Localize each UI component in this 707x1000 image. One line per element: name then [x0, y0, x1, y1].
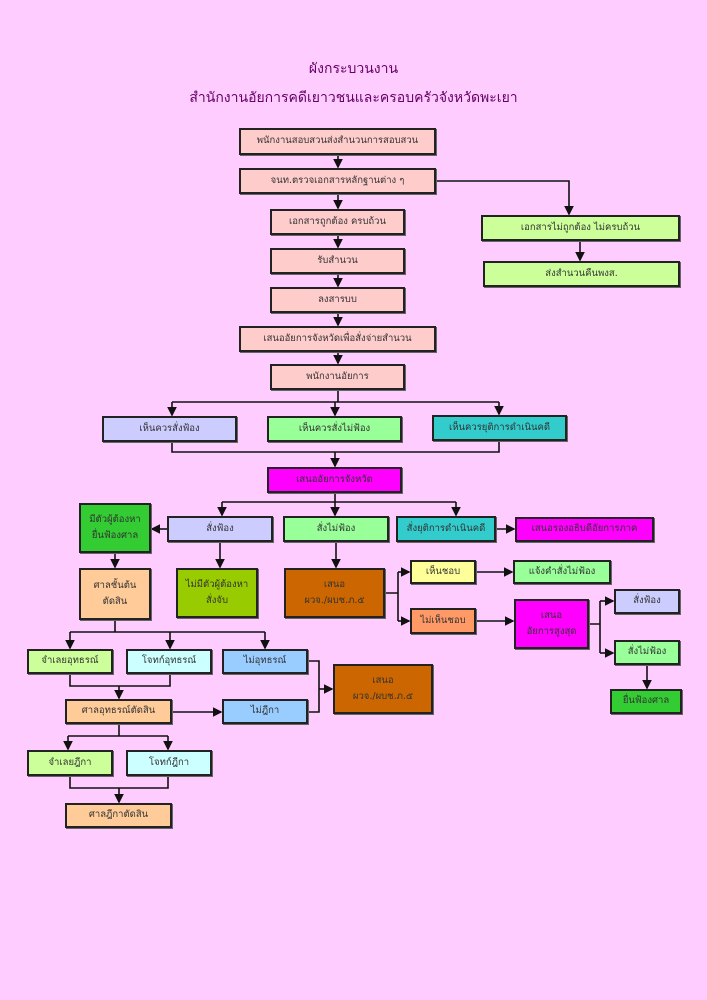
- node-order-prosecute: สั่งฟ้อง: [167, 516, 273, 542]
- node-register: ลงสารบบ: [270, 287, 405, 313]
- node-opinion-terminate: เห็นควรยุติการดำเนินคดี: [432, 415, 567, 441]
- node-first-court: ศาลชั้นต้น ตัดสิน: [79, 568, 151, 620]
- node-no-dika: ไม่ฎีกา: [222, 699, 308, 724]
- node-file-court: ยื่นฟ้องศาล: [610, 689, 682, 714]
- node-propose-deputy: เสนอรองอธิบดีอัยการภาค: [515, 517, 654, 542]
- node-disagree: ไม่เห็นชอบ: [410, 608, 476, 634]
- node-agree: เห็นชอบ: [410, 560, 476, 584]
- node-plaintiff-appeal: โจทก์อุทธรณ์: [126, 649, 212, 674]
- node-plaintiff-dika: โจทก์ฎีกา: [126, 750, 212, 776]
- node-opinion-prosecute: เห็นควรสั่งฟ้อง: [102, 416, 237, 442]
- node-ag-not-prosecute: สั่งไม่ฟ้อง: [614, 640, 680, 665]
- node-has-suspect: มีตัวผู้ต้องหา ยื่นฟ้องศาล: [79, 503, 151, 553]
- node-receive-file: รับสำนวน: [270, 248, 405, 274]
- node-officer-check: จนท.ตรวจเอกสารหลักฐานต่าง ๆ: [239, 168, 436, 194]
- page-title: ผังกระบวนงาน: [308, 61, 399, 77]
- node-propose-attorney-general: เสนอ อัยการสูงสุด: [514, 599, 589, 649]
- node-investigator-send: พนักงานสอบสวนส่งสำนวนการสอบสวน: [239, 128, 436, 155]
- node-propose-assign: เสนออัยการจังหวัดเพื่อสั่งจ่ายสำนวน: [239, 326, 436, 352]
- node-appeal-court: ศาลอุทธรณ์ตัดสิน: [65, 699, 172, 724]
- node-supreme-court: ศาลฎีกาตัดสิน: [65, 803, 172, 828]
- node-order-terminate: สั่งยุติการดำเนินคดี: [396, 516, 496, 542]
- node-docs-incomplete: เอกสารไม่ถูกต้อง ไม่ครบถ้วน: [481, 215, 680, 241]
- node-notify-not-prosecute: แจ้งคำสั่งไม่ฟ้อง: [513, 560, 611, 584]
- node-defendant-appeal: จำเลยอุทธรณ์: [27, 649, 113, 674]
- page-subtitle: สำนักงานอัยการคดีเยาวชนและครอบครัวจังหวั…: [189, 90, 518, 106]
- node-no-appeal: ไม่อุทธรณ์: [222, 649, 308, 674]
- node-docs-complete: เอกสารถูกต้อง ครบถ้วน: [270, 209, 405, 235]
- node-propose-governor-1: เสนอ ผวจ./ผบช.ภ.๕: [284, 568, 385, 618]
- node-propose-governor-2: เสนอ ผวจ./ผบช.ภ.๕: [333, 664, 433, 714]
- node-defendant-dika: จำเลยฎีกา: [27, 750, 113, 776]
- node-opinion-not-prosecute: เห็นควรสั่งไม่ฟ้อง: [267, 416, 402, 442]
- node-propose-provincial: เสนออัยการจังหวัด: [267, 467, 402, 493]
- node-ag-prosecute: สั่งฟ้อง: [614, 589, 680, 614]
- node-order-not-prosecute: สั่งไม่ฟ้อง: [283, 516, 389, 542]
- node-return-file: ส่งสำนวนคืนพงส.: [483, 261, 680, 287]
- node-no-suspect: ไม่มีตัวผู้ต้องหา สั่งจับ: [176, 568, 258, 618]
- node-prosecutor: พนักงานอัยการ: [270, 364, 405, 390]
